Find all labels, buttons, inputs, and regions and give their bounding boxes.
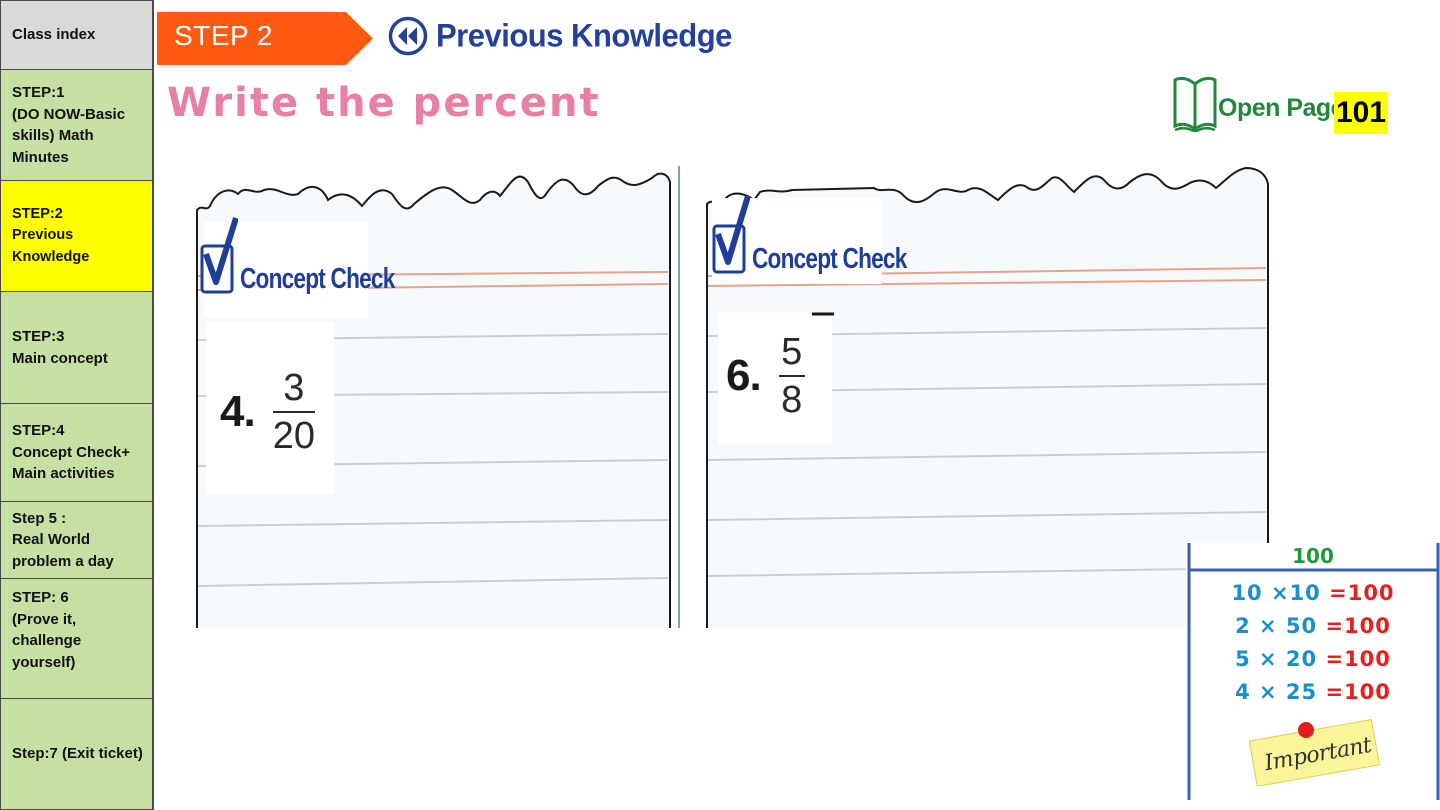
sidebar-item-label: Step:7 (Exit ticket) xyxy=(12,745,143,763)
equation-factors: 5 × 20 xyxy=(1235,647,1318,671)
sidebar-item-step-6[interactable]: STEP: 6 (Prove it, challenge yourself) xyxy=(0,578,154,699)
fraction-denominator: 8 xyxy=(781,379,803,421)
checkmark-icon xyxy=(200,217,238,294)
worksheet-panel-2: Concept Check 6. 5 8 xyxy=(704,164,1272,628)
concept-check-label: Concept Check xyxy=(752,243,907,275)
fraction: 5 8 xyxy=(778,331,805,421)
sidebar-item-step-3[interactable]: STEP:3 Main concept xyxy=(0,291,154,404)
helper-title: 100 xyxy=(1292,544,1334,568)
open-page-indicator: Open Page 101 xyxy=(1170,74,1400,136)
equation-row: 4 × 25 =100 xyxy=(1186,680,1440,704)
step-label: STEP 2 xyxy=(174,20,273,51)
book-icon xyxy=(1173,76,1217,132)
equation-factors: 2 × 50 xyxy=(1235,614,1318,638)
sidebar-item-step-7[interactable]: Step:7 (Exit ticket) xyxy=(0,698,154,810)
problem-number: 6. xyxy=(726,351,762,400)
problem-number: 4. xyxy=(220,387,256,436)
checkmark-icon xyxy=(712,195,750,274)
concept-check-label: Concept Check xyxy=(240,263,395,295)
equation-result: =100 xyxy=(1325,647,1391,671)
equation-row: 10 ×10 =100 xyxy=(1186,581,1440,605)
concept-check-badge: Concept Check xyxy=(200,216,438,296)
worksheet-panel-1: Concept Check 4. 3 20 xyxy=(194,164,682,628)
sidebar-item-label: STEP:4 Concept Check+ Main activities xyxy=(12,422,130,483)
sidebar-item-label: STEP:1 (DO NOW-Basic skills) Math Minute… xyxy=(12,84,126,166)
sidebar-item-label: Class index xyxy=(12,26,96,44)
fraction-bar xyxy=(272,411,315,413)
pushpin-icon xyxy=(1298,722,1314,738)
problem-6: 6. 5 8 xyxy=(726,332,805,420)
hundred-helper-card: 100 10 ×10 =100 2 × 50 =100 5 × 20 =100 … xyxy=(1186,543,1440,800)
equation-result: =100 xyxy=(1325,614,1391,638)
fraction-numerator: 3 xyxy=(283,367,305,409)
page-number: 101 xyxy=(1334,92,1388,134)
concept-check-badge: Concept Check xyxy=(712,192,950,276)
sidebar-item-class-index[interactable]: Class index xyxy=(0,0,154,70)
equation-factors: 10 ×10 xyxy=(1231,581,1321,605)
equation-row: 2 × 50 =100 xyxy=(1186,614,1440,638)
open-page-label: Open Page xyxy=(1218,94,1345,122)
sidebar-item-label: STEP: 6 (Prove it, challenge yourself) xyxy=(12,589,82,671)
sidebar-item-label: STEP:2 Previous Knowledge xyxy=(12,205,90,265)
page-title: Write the percent xyxy=(167,80,601,126)
sticky-note-graphic xyxy=(1248,718,1380,786)
sidebar-item-step-4[interactable]: STEP:4 Concept Check+ Main activities xyxy=(0,403,154,502)
fraction-numerator: 5 xyxy=(781,331,803,373)
equation-row: 5 × 20 =100 xyxy=(1186,647,1440,671)
previous-knowledge-header: Previous Knowledge xyxy=(388,6,732,66)
sidebar-item-step-1[interactable]: STEP:1 (DO NOW-Basic skills) Math Minute… xyxy=(0,69,154,181)
problem-4: 4. 3 20 xyxy=(220,368,315,456)
equation-result: =100 xyxy=(1329,581,1395,605)
sidebar-item-step-5[interactable]: Step 5 : Real World problem a day xyxy=(0,501,154,579)
sidebar-item-step-2[interactable]: STEP:2 Previous Knowledge xyxy=(0,180,154,292)
equation-result: =100 xyxy=(1325,680,1391,704)
rewind-icon xyxy=(388,16,428,56)
important-sticky-note: Important xyxy=(1244,716,1384,786)
sidebar-item-label: Step 5 : Real World problem a day xyxy=(12,509,114,570)
fraction-bar xyxy=(778,375,805,377)
equation-factors: 4 × 25 xyxy=(1235,680,1318,704)
section-title: Previous Knowledge xyxy=(436,17,732,54)
fraction-denominator: 20 xyxy=(272,415,315,457)
fraction: 3 20 xyxy=(273,368,315,456)
sidebar-item-label: STEP:3 Main concept xyxy=(12,328,108,367)
arrow-banner-icon xyxy=(157,12,373,65)
sidebar: Class index STEP:1 (DO NOW-Basic skills)… xyxy=(0,0,154,810)
torn-paper-graphic xyxy=(706,166,1269,628)
step-banner: STEP 2 xyxy=(157,12,373,65)
